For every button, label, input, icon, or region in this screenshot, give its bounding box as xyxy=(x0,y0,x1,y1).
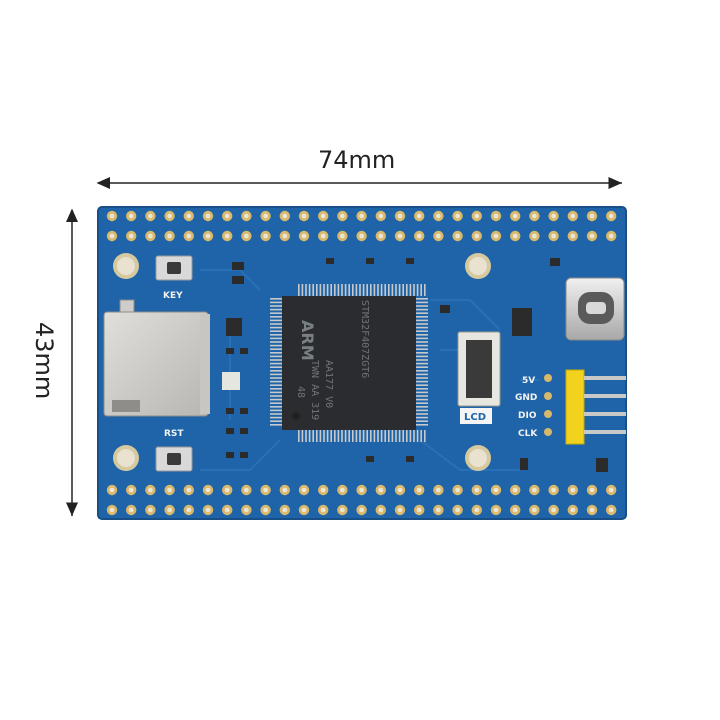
pin-label-gnd: GND xyxy=(515,393,537,403)
usb-c-connector xyxy=(565,277,625,341)
mcu-chip xyxy=(270,284,428,442)
chip-line-3: TWN AA 319 xyxy=(309,360,320,420)
chip-part-number: STM32F407ZGT6 xyxy=(359,300,370,378)
mounting-holes xyxy=(113,253,491,471)
lcd-label: LCD xyxy=(464,412,486,423)
lcd-label-bg xyxy=(460,408,492,424)
width-dimension-label: 74mm xyxy=(318,146,396,174)
smd-components xyxy=(222,258,608,472)
chip-line-2: AA177 V0 xyxy=(323,360,334,408)
key-label: KEY xyxy=(163,291,183,301)
pin-label-dio: DIO xyxy=(518,411,537,421)
rst-label: RST xyxy=(164,429,184,439)
rst-button xyxy=(155,446,193,472)
pin-label-clk: CLK xyxy=(518,429,538,439)
chip-line-4: 48 xyxy=(295,386,306,398)
lcd-connector xyxy=(457,331,501,407)
pin-header-holes xyxy=(106,210,617,516)
pin-label-5v: 5V xyxy=(522,376,535,386)
chip-arm-logo: ARM xyxy=(298,320,317,361)
height-dimension-label: 43mm xyxy=(30,322,58,400)
key-button xyxy=(155,255,193,281)
sd-card-slot xyxy=(103,299,210,417)
swd-pin-header xyxy=(544,369,626,445)
